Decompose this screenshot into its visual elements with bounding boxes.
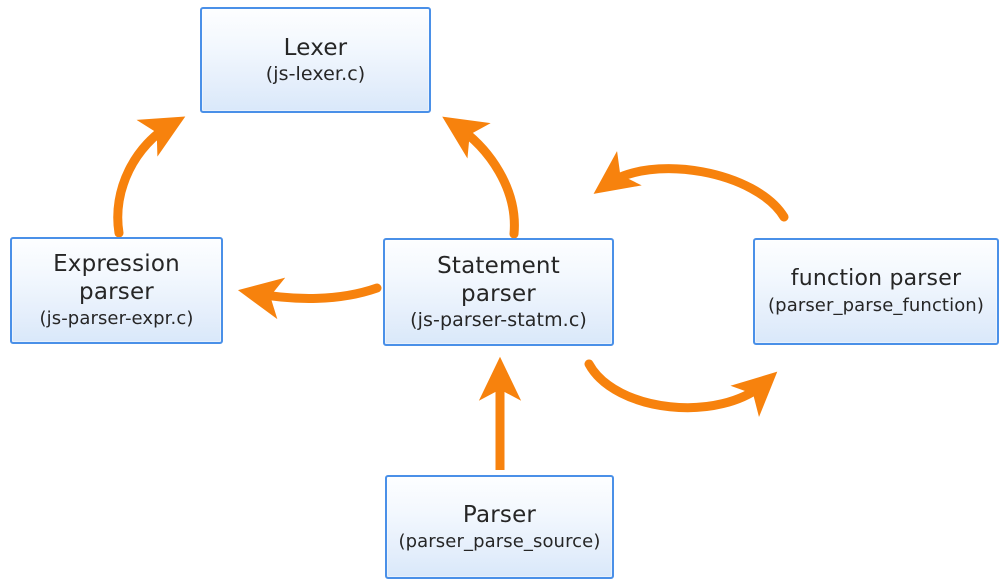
node-parser-subtitle: (parser_parse_source)	[398, 530, 601, 552]
arrow-function-to-statement	[593, 151, 789, 222]
arrow-statement-to-lexer	[442, 116, 519, 239]
arrow-statement-to-expression	[237, 277, 382, 320]
node-lexer-subtitle: (js-lexer.c)	[265, 62, 366, 85]
node-parser-title: Parser	[462, 501, 537, 528]
node-statement-parser-title: Statement parser	[437, 252, 560, 307]
node-function-parser[interactable]: function parser (parser_parse_function)	[753, 238, 999, 345]
node-statement-parser[interactable]: Statement parser (js-parser-statm.c)	[383, 238, 614, 346]
node-function-parser-title: function parser	[790, 266, 962, 291]
node-expression-parser-subtitle: (js-parser-expr.c)	[39, 308, 194, 329]
node-statement-parser-subtitle: (js-parser-statm.c)	[410, 308, 587, 331]
node-expression-parser-title: Expression parser	[53, 251, 180, 305]
node-function-parser-subtitle: (parser_parse_function)	[768, 295, 984, 316]
node-parser[interactable]: Parser (parser_parse_source)	[385, 475, 614, 579]
arrow-expression-to-lexer	[113, 116, 186, 238]
node-lexer-title: Lexer	[283, 34, 348, 61]
node-expression-parser[interactable]: Expression parser (js-parser-expr.c)	[10, 237, 223, 344]
arrow-statement-to-function	[584, 359, 778, 418]
node-lexer[interactable]: Lexer (js-lexer.c)	[200, 7, 431, 113]
